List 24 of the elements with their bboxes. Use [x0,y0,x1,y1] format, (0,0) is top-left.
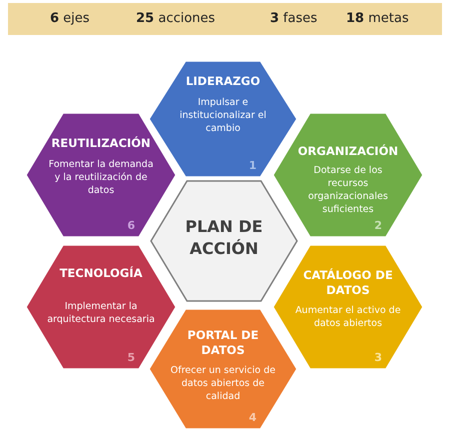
step-number: 6 [127,219,135,232]
hexagon-title: LIDERAZGO [184,74,262,89]
description-text: Ofrecer un servicio de datos abiertos de calidad [170,364,276,403]
description-text: Impulsar e institucionalizar el cambio [178,96,268,135]
description-text: Implementar la arquitectura necesaria [46,300,156,326]
summary-banner [8,3,442,35]
stat-text: 18 metas [346,11,409,26]
description-text: Fomentar la demanda y la reutilización de datos [48,158,154,197]
hexagon-title: ORGANIZACIÓN [296,144,400,159]
step-number: 4 [248,411,256,424]
stat-text: 25 acciones [136,11,216,26]
step-number: 3 [374,351,382,364]
stat-text: 3 fases [270,11,318,26]
step-number: 1 [248,159,256,172]
center-title: PLAN DE ACCIÓN [184,216,264,260]
stat-text: 6 ejes [50,11,90,26]
step-number: 2 [374,219,382,232]
hexagon-title: TECNOLOGÍA [58,266,144,281]
step-number: 5 [127,351,135,364]
description-text: Dotarse de los recursos organizacionales suficientes [307,164,389,216]
hexagon-title: REUTILIZACIÓN [50,136,152,151]
hexagon-title: CATÁLOGO DE DATOS [302,268,394,298]
hexagon-title: PORTAL DE DATOS [186,328,260,358]
description-text: Aumentar el activo de datos abiertos [294,304,402,330]
